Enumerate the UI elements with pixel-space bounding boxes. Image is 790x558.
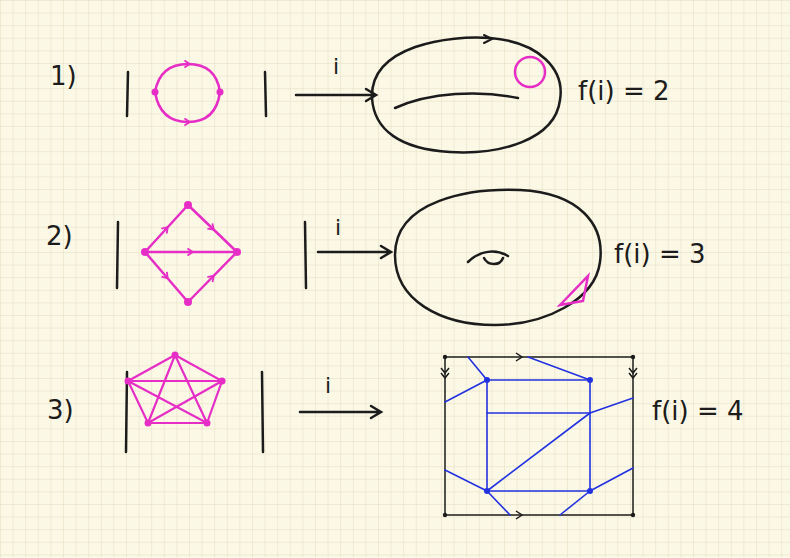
value-note: f(i) = 3 (614, 240, 706, 269)
graph-edge (145, 252, 188, 302)
map-arrow (300, 406, 381, 418)
edge-identification (516, 353, 522, 519)
vertex (587, 377, 593, 383)
row-1-black (127, 35, 561, 152)
vertex (152, 89, 159, 96)
row-2-graph (145, 205, 588, 305)
embedded-triangle (560, 276, 588, 305)
graph-edge (188, 205, 237, 252)
graph-edge (145, 251, 237, 254)
vertex (172, 352, 179, 359)
vertex (184, 298, 192, 306)
corner (443, 513, 447, 517)
corner (631, 513, 635, 517)
embedded-vertices (484, 377, 593, 494)
value-note: f(i) = 2 (578, 77, 670, 106)
vertex (184, 201, 192, 209)
row-2-vertices (141, 201, 241, 306)
torus-square (441, 353, 637, 519)
row-2-black (117, 190, 601, 325)
corner (443, 355, 447, 359)
item-number: 2) (46, 222, 73, 251)
bar (262, 372, 263, 452)
row-1-graph (155, 57, 545, 122)
edge-identification (441, 368, 637, 378)
torus (395, 190, 601, 325)
vertex (204, 420, 211, 427)
vertex (141, 248, 149, 256)
vertex (145, 420, 152, 427)
map-name: i (325, 374, 331, 398)
value-note: f(i) = 4 (652, 397, 744, 426)
graph-edge (445, 380, 633, 491)
graph-edge (145, 205, 188, 252)
row-3-vertices (125, 352, 226, 427)
graph-edge (128, 355, 222, 423)
graph-edge (487, 380, 590, 491)
item-number: 1) (50, 62, 77, 91)
graph-edge (188, 252, 237, 302)
torus-hole (484, 258, 503, 264)
orientation-mark (484, 35, 492, 43)
bar (127, 72, 128, 116)
bar (265, 72, 266, 116)
map-name: i (333, 55, 339, 79)
item-number: 3) (47, 396, 74, 425)
vertex (217, 89, 224, 96)
graph-edge (155, 92, 220, 122)
row-3-graph (128, 355, 222, 423)
row-1-vertices (152, 89, 224, 96)
map-arrow (318, 246, 391, 258)
vertex (125, 378, 132, 385)
vertex (484, 377, 490, 383)
corner (631, 355, 635, 359)
torus-hole (395, 93, 518, 108)
square-corners (443, 355, 635, 517)
vertex (219, 378, 226, 385)
torus (372, 38, 561, 153)
vertex (233, 248, 241, 256)
graph-edge (155, 64, 220, 92)
vertex (587, 488, 593, 494)
embedded-loop (515, 57, 545, 87)
bar (117, 222, 118, 288)
graph-edge (468, 357, 590, 515)
graph-edge (128, 355, 222, 423)
embedded-graph (445, 357, 633, 515)
vertex (484, 488, 490, 494)
map-arrow (296, 89, 376, 101)
bar (305, 222, 306, 288)
fundamental-square (445, 357, 633, 515)
map-name: i (335, 216, 341, 240)
graph-edge (487, 412, 590, 414)
graph-edge (487, 413, 590, 491)
